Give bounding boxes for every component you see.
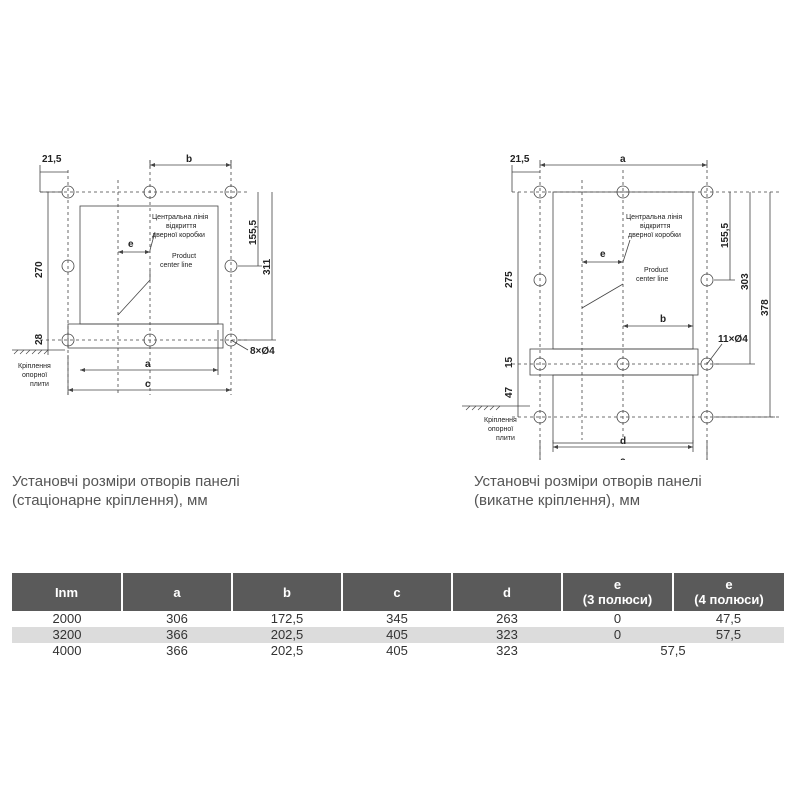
cell-b: 202,5: [232, 627, 342, 643]
dim-155-5-right: 155,5: [720, 223, 731, 248]
table-row: 3200 366 202,5 405 323 0 57,5: [12, 627, 784, 643]
cell-e-merged: 57,5: [660, 643, 686, 658]
dim-275: 275: [504, 271, 515, 288]
dim-303: 303: [740, 273, 751, 290]
product-center-note-right-1: Product: [644, 267, 668, 274]
cell-inm: 2000: [52, 611, 82, 626]
dim-270: 270: [34, 261, 45, 278]
mount-note-right-2: опорної: [488, 426, 513, 433]
header-d: d: [451, 573, 562, 611]
header-e-4-poles: e (4 полюси): [672, 573, 784, 611]
dim-b-right: b: [660, 314, 666, 325]
product-center-note-2: center line: [160, 262, 192, 269]
centerline-note-right-3: дверної коробки: [628, 231, 681, 239]
table-row: 4000 366 202,5 405 323 57,5: [12, 643, 784, 659]
cell-e3: 0: [562, 627, 673, 643]
header-a: a: [121, 573, 232, 611]
dim-d: d: [620, 436, 626, 447]
cell-b: 202,5: [270, 643, 304, 658]
table-row: 2000 306 172,5 345 263 0 47,5: [12, 611, 784, 627]
cell-a: 366: [166, 643, 188, 658]
cell-c: 405: [386, 643, 408, 658]
hole-count-right: 11×Ø4: [718, 334, 748, 345]
mount-note-1: Кріплення: [18, 362, 51, 370]
product-center-note-1: Product: [172, 253, 196, 260]
dim-28: 28: [34, 333, 45, 345]
dim-47: 47: [504, 386, 515, 398]
dim-b: b: [186, 154, 192, 165]
header-b: b: [231, 573, 342, 611]
dim-15: 15: [504, 356, 515, 368]
cell-c: 405: [342, 627, 452, 643]
mount-note-right-3: плити: [496, 435, 515, 442]
dim-a: a: [145, 359, 151, 370]
mount-note-right-1: Кріплення: [484, 416, 517, 424]
cell-e4: 47,5: [715, 611, 742, 626]
dimensions-table: Inm a b c d e (3 полюси) e (4 полюси) 20…: [12, 573, 784, 659]
cell-c: 345: [386, 611, 408, 626]
dim-e: e: [128, 239, 134, 250]
mount-note-3: плити: [30, 381, 49, 388]
centerline-note-right-2: відкриття: [640, 222, 671, 230]
centerline-note-right-1: Центральна лінія: [626, 213, 682, 221]
cell-a: 366: [122, 627, 232, 643]
cell-b: 172,5: [270, 611, 304, 626]
centerline-note-1: Центральна лінія: [152, 213, 208, 221]
product-center-note-right-2: center line: [636, 276, 668, 283]
header-e-3-poles: e (3 полюси): [561, 573, 673, 611]
cell-e3: 0: [613, 611, 622, 626]
dim-21-5-right: 21,5: [510, 154, 530, 165]
dim-155-5: 155,5: [248, 220, 259, 245]
dim-311: 311: [262, 258, 273, 275]
cell-d: 323: [496, 643, 518, 658]
dim-e-right: e: [600, 249, 606, 260]
header-inm: Inm: [12, 573, 122, 611]
centerline-note-3: дверної коробки: [152, 231, 205, 239]
dim-378: 378: [760, 299, 771, 316]
caption-stationary: Установчі розміри отворів панелі (стаціо…: [12, 473, 240, 509]
cell-d: 263: [496, 611, 518, 626]
dim-c: c: [145, 379, 151, 390]
dim-21-5: 21,5: [42, 154, 62, 165]
stationary-mounting-drawing: 21,5 b 270 28 155,5 311 a c e 8×Ø4 Центр…: [12, 154, 780, 460]
cell-d: 323: [452, 627, 562, 643]
caption-withdrawable: Установчі розміри отворів панелі (викатн…: [474, 473, 702, 509]
dim-a-right: a: [620, 154, 626, 165]
cell-e4: 57,5: [673, 627, 784, 643]
cell-a: 306: [166, 611, 188, 626]
dim-c-right: c: [620, 456, 626, 460]
hole-count: 8×Ø4: [250, 346, 275, 357]
header-c: c: [341, 573, 452, 611]
cell-inm: 4000: [52, 643, 82, 658]
centerline-note-2: відкриття: [166, 222, 197, 230]
table-header-row: Inm a b c d e (3 полюси) e (4 полюси): [12, 573, 784, 611]
mount-note-2: опорної: [22, 372, 47, 379]
cell-inm: 3200: [12, 627, 122, 643]
